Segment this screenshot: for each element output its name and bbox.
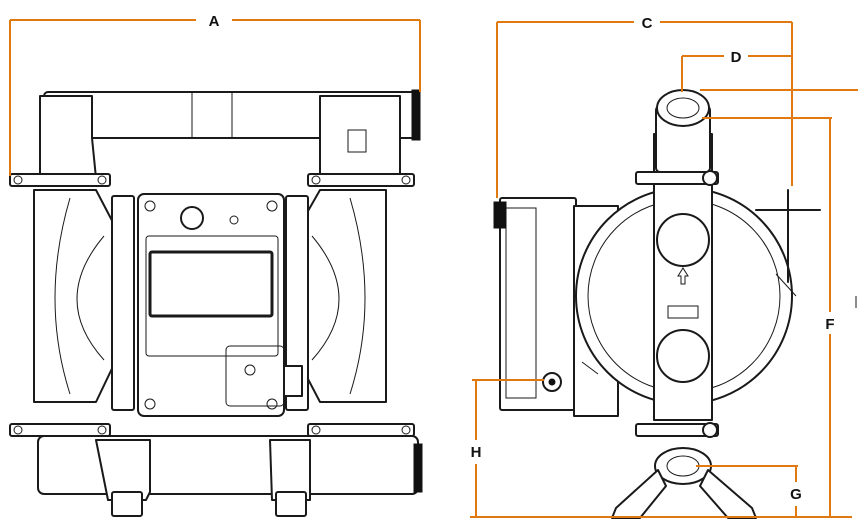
dimension-label-h: H bbox=[471, 444, 482, 461]
side-view: C D E F G H bbox=[470, 15, 858, 519]
front-view: A bbox=[9, 13, 423, 517]
dimension-label-d: D bbox=[731, 49, 742, 66]
dimension-label-c: C bbox=[642, 15, 653, 32]
dimension-label-a: A bbox=[209, 13, 220, 30]
dimension-label-f: F bbox=[825, 316, 834, 333]
dimension-label-g: G bbox=[790, 486, 802, 503]
